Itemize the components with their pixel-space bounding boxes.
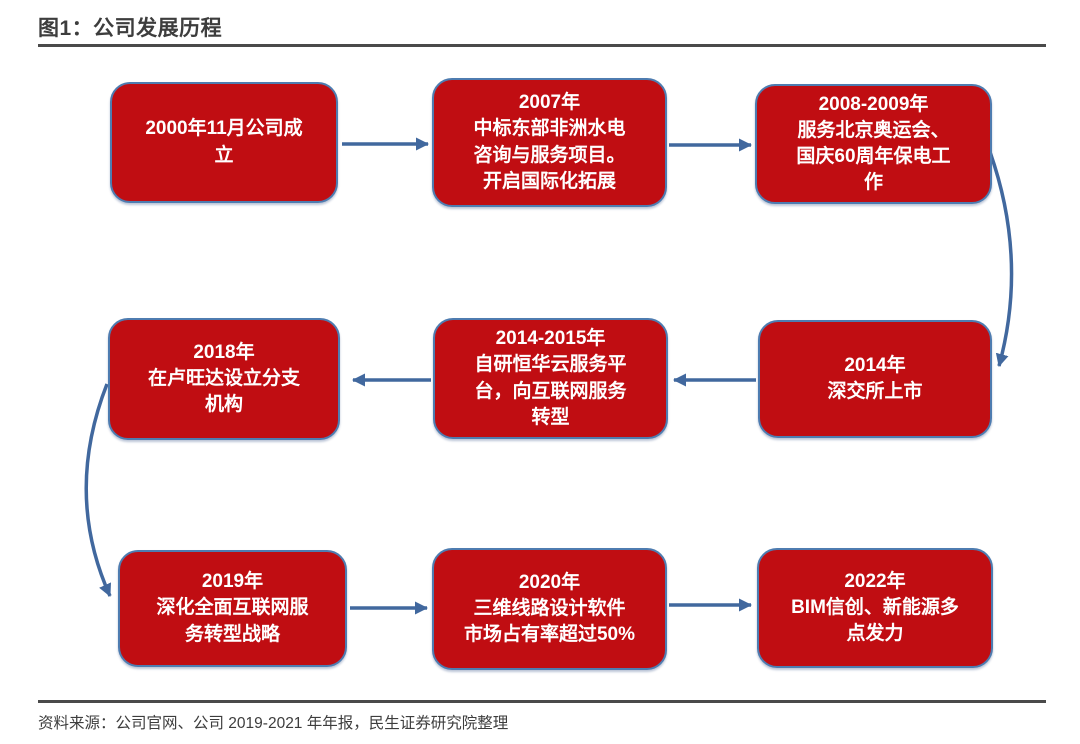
- milestone-desc: 深交所上市: [827, 381, 923, 402]
- milestone-box-2019: 2019年 深化全面互联网服 务转型战略: [118, 550, 347, 667]
- milestone-year: 2019年: [201, 571, 264, 593]
- milestone-desc: 2000年11月公司成 立: [145, 118, 303, 166]
- milestone-box-2020: 2020年 三维线路设计软件 市场占有率超过50%: [432, 548, 667, 670]
- title-rule: [38, 44, 1046, 47]
- milestone-box-2014: 2014年 深交所上市: [758, 320, 992, 438]
- milestone-desc: BIM信创、新能源多 点发力: [791, 596, 959, 644]
- milestone-year: 2020年: [518, 571, 581, 593]
- milestone-year: 2014年: [844, 354, 906, 376]
- source-note: 资料来源：公司官网、公司 2019-2021 年年报，民生证券研究院整理: [38, 715, 509, 732]
- milestone-desc: 在卢旺达设立分支 机构: [147, 367, 300, 415]
- milestone-box-2014-2015: 2014-2015年 自研恒华云服务平 台，向互联网服务 转型: [433, 318, 668, 439]
- footer-rule: [38, 700, 1046, 703]
- milestone-year: 2018年: [193, 341, 255, 363]
- milestone-desc: 服务北京奥运会、 国庆60周年保电工 作: [796, 119, 951, 194]
- figure-title: 图1：公司发展历程: [38, 17, 223, 40]
- milestone-box-2008-2009: 2008-2009年 服务北京奥运会、 国庆60周年保电工 作: [755, 84, 992, 204]
- milestone-desc: 深化全面互联网服 务转型战略: [156, 597, 309, 645]
- milestone-desc: 自研恒华云服务平 台，向互联网服务 转型: [474, 354, 627, 428]
- milestone-desc: 中标东部非洲水电 咨询与服务项目。 开启国际化拓展: [473, 118, 626, 192]
- milestone-year: 2022年: [844, 570, 906, 592]
- milestone-year: 2008-2009年: [818, 93, 929, 115]
- milestone-year: 2014-2015年: [495, 328, 606, 350]
- milestone-box-2007: 2007年 中标东部非洲水电 咨询与服务项目。 开启国际化拓展: [432, 78, 667, 207]
- milestone-box-2018: 2018年 在卢旺达设立分支 机构: [108, 318, 340, 440]
- milestone-box-2022: 2022年 BIM信创、新能源多 点发力: [757, 548, 993, 668]
- curve-2009-to-2014: [988, 151, 1014, 367]
- curve-2018-to-2019: [84, 383, 112, 597]
- milestone-year: 2007年: [518, 92, 581, 114]
- milestone-desc: 三维线路设计软件 市场占有率超过50%: [463, 597, 636, 645]
- milestone-box-2000: 2000年11月公司成 立: [110, 82, 338, 203]
